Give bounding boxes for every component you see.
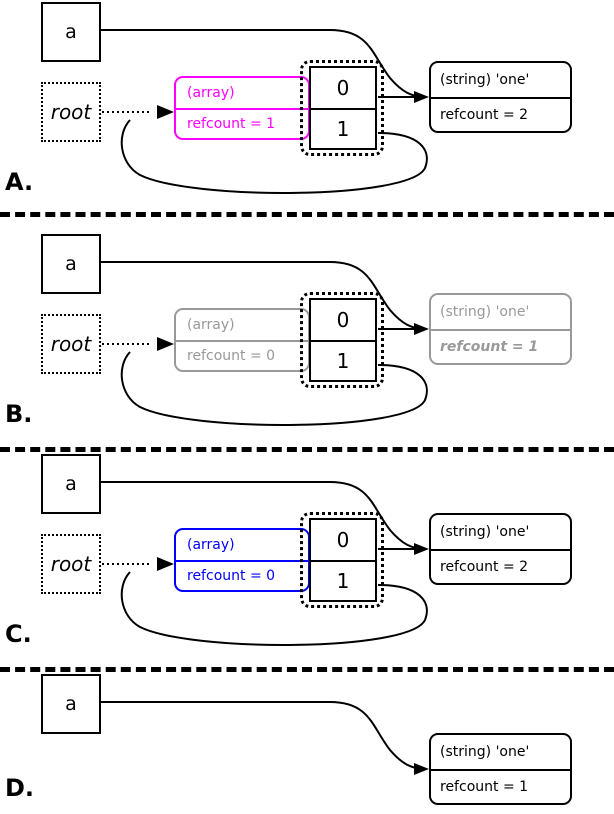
edge-index1-selfloop: [120, 571, 428, 646]
arrowhead-string: [414, 323, 429, 335]
panel-c-connectors: [101, 481, 429, 646]
panel-letter-c: C.: [5, 620, 32, 648]
variable-label: a: [65, 693, 77, 715]
edge-index1-selfloop: [120, 119, 428, 194]
array-index-cell-0: 0: [311, 68, 375, 108]
array-index-cell-0: 0: [311, 300, 375, 340]
array-refcount-label: refcount = 0: [176, 340, 308, 370]
array-index-cell-0: 0: [311, 520, 375, 560]
array-type-label: (array): [187, 317, 235, 333]
arrowhead-string: [414, 543, 429, 555]
edge-index1-selfloop: [120, 351, 428, 426]
array-type-label: (array): [187, 537, 235, 553]
panel-divider-bc: [0, 447, 614, 452]
string-refcount-label: refcount = 2: [431, 97, 570, 131]
string-box: (string) 'one' refcount = 2: [429, 513, 572, 585]
root-box: root: [41, 534, 101, 594]
array-box: (array) refcount = 0: [174, 308, 310, 372]
arrowhead-array: [157, 105, 174, 119]
variable-label: a: [65, 253, 77, 275]
arrowhead-array: [157, 557, 174, 571]
array-index-group-outline: [300, 292, 384, 388]
panel-d-connectors: [101, 701, 429, 775]
panel-letter-b: B.: [5, 400, 33, 428]
array-index-group-outline: [300, 60, 384, 156]
edge-a-to-string: [101, 29, 426, 98]
variable-box-a: a: [41, 2, 101, 62]
variable-box-a: a: [41, 234, 101, 294]
panel-b: a root (array) refcount = 0 0 1 (string)…: [0, 228, 614, 433]
array-type-label: (array): [187, 85, 235, 101]
panel-divider-cd: [0, 667, 614, 672]
panel-divider-ab: [0, 212, 614, 217]
arrowhead-string: [414, 763, 429, 775]
string-type-label: (string) 'one': [440, 72, 530, 88]
root-label: root: [50, 332, 92, 356]
panel-d: a (string) 'one' refcount = 1 D.: [0, 668, 614, 814]
array-index-cells: 0 1: [309, 518, 377, 602]
array-refcount-label: refcount = 1: [176, 108, 308, 138]
string-box: (string) 'one' refcount = 1: [429, 293, 572, 365]
variable-label: a: [65, 21, 77, 43]
string-refcount-label: refcount = 2: [431, 549, 570, 583]
arrowhead-string: [414, 91, 429, 103]
arrowhead-array: [157, 337, 174, 351]
panel-a: a root (array) refcount = 1 0 1 (string)…: [0, 0, 614, 210]
string-refcount-label: refcount = 1: [431, 329, 570, 363]
root-box: root: [41, 314, 101, 374]
root-label: root: [50, 552, 92, 576]
string-type-label: (string) 'one': [440, 744, 530, 760]
variable-box-a: a: [41, 674, 101, 734]
variable-label: a: [65, 473, 77, 495]
panel-a-connectors: [101, 29, 429, 194]
array-index-cell-1: 1: [311, 340, 375, 380]
array-index-cell-1: 1: [311, 108, 375, 148]
array-refcount-label: refcount = 0: [176, 560, 308, 590]
string-type-label: (string) 'one': [440, 304, 530, 320]
string-box: (string) 'one' refcount = 2: [429, 61, 572, 133]
array-index-group-outline: [300, 512, 384, 608]
panel-c: a root (array) refcount = 0 0 1 (string)…: [0, 448, 614, 653]
string-type-label: (string) 'one': [440, 524, 530, 540]
array-box: (array) refcount = 0: [174, 528, 310, 592]
root-label: root: [50, 100, 92, 124]
panel-b-connectors: [101, 261, 429, 426]
string-box: (string) 'one' refcount = 1: [429, 733, 572, 805]
variable-box-a: a: [41, 454, 101, 514]
string-refcount-label: refcount = 1: [431, 769, 570, 803]
array-index-cells: 0 1: [309, 66, 377, 150]
panel-letter-d: D.: [5, 774, 35, 802]
edge-a-to-string: [101, 701, 426, 770]
root-box: root: [41, 82, 101, 142]
array-box: (array) refcount = 1: [174, 76, 310, 140]
panel-letter-a: A.: [5, 168, 34, 196]
edge-a-to-string: [101, 481, 426, 550]
array-index-cells: 0 1: [309, 298, 377, 382]
edge-a-to-string: [101, 261, 426, 330]
array-index-cell-1: 1: [311, 560, 375, 600]
